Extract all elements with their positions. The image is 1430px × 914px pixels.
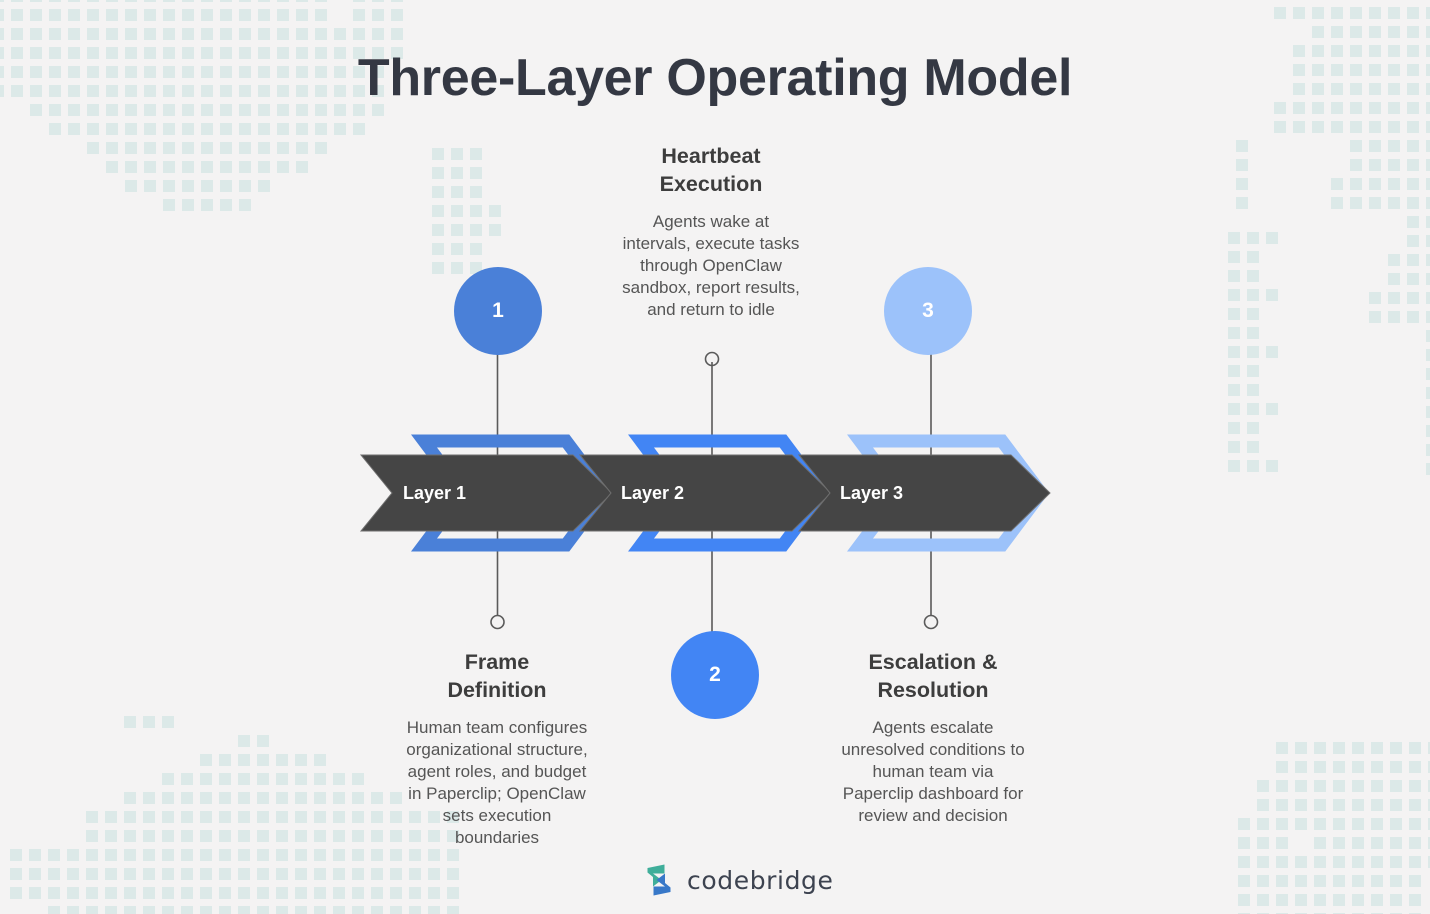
connector-endpoints [490,351,939,630]
step-circle-1[interactable] [454,267,542,355]
callout-title-line-1: Heartbeat [661,144,761,168]
endpoint-ring-step3 [923,614,939,630]
chevron-band-layer-3[interactable] [797,454,1051,532]
callout-title-escalation-resolution: Escalation & Resolution [838,648,1028,705]
band-label-layer-2: Layer 2 [621,483,685,503]
callout-title-line-1: Escalation & [868,650,998,674]
callout-title-heartbeat-execution: Heartbeat Execution [617,142,805,199]
callout-title-line-2: Resolution [877,678,989,703]
callout-title-line-1: Frame [464,650,530,674]
callout-title-line-2: Execution [659,172,763,197]
callout-body-heartbeat-execution: Agents wake at intervals, execute tasks … [622,211,800,320]
chevron-band-layer-1[interactable] [359,454,613,532]
step-number-3: 3 [922,299,934,322]
step-circle-2[interactable] [671,631,759,719]
callout-title-frame-definition: Frame Definition [403,648,591,705]
step-number-1: 1 [492,299,504,322]
callout-frame-definition: Frame Definition Human team configures o… [403,648,591,849]
footer-logo-text: codebridge [687,865,834,895]
callout-heartbeat-execution: Heartbeat Execution Agents wake at inter… [617,142,805,321]
step-number-2: 2 [709,663,721,686]
endpoint-ring-step1 [490,614,505,630]
chevron-band-layer-2[interactable] [578,454,832,532]
band-label-layer-1: Layer 1 [403,483,467,503]
footer-logo: codebridge [646,864,834,896]
codebridge-bolt-icon [647,864,671,896]
step-circle-3[interactable] [884,267,972,355]
callout-body-frame-definition: Human team configures organizational str… [406,717,588,848]
callout-escalation-resolution: Escalation & Resolution Agents escalate … [838,648,1028,827]
callout-body-escalation-resolution: Agents escalate unresolved conditions to… [841,717,1025,826]
endpoint-ring-step2 [704,351,720,367]
page-title: Three-Layer Operating Model [357,49,1073,107]
callout-title-line-2: Definition [447,678,547,703]
band-label-layer-3: Layer 3 [840,483,904,503]
